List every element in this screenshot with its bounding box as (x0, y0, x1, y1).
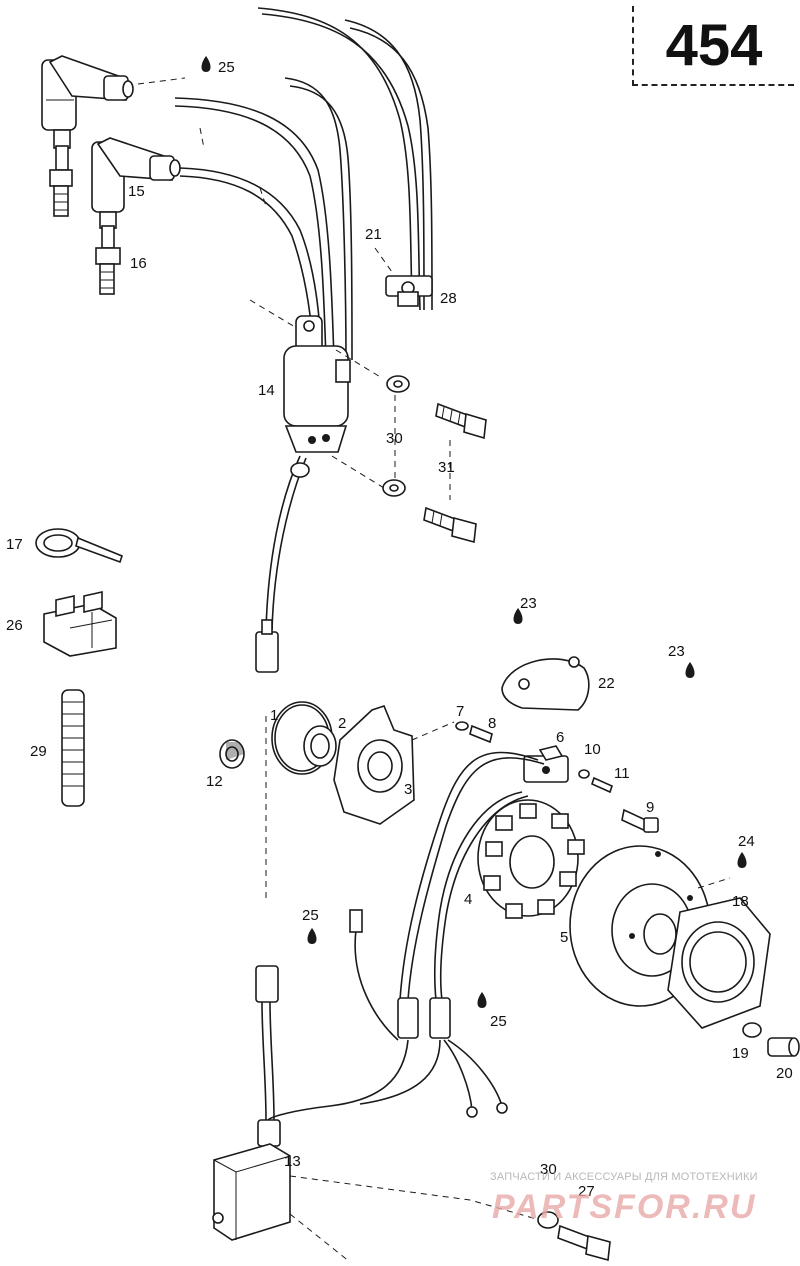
protective-sleeve (61, 689, 85, 807)
callout-13: 13 (284, 1153, 301, 1170)
trigger-screw (455, 721, 493, 744)
callout-8: 8 (488, 715, 497, 732)
callout-11: 11 (614, 765, 630, 782)
small-washer (578, 769, 590, 779)
callout-25: 25 (218, 59, 235, 76)
callout-29: 29 (30, 743, 47, 760)
callout-2: 2 (338, 715, 347, 732)
bolt-upper (435, 402, 487, 440)
spark-plug-cap-upper (41, 55, 134, 149)
trigger-coil (523, 745, 569, 783)
starter-ring (667, 897, 771, 1029)
callout-31: 31 (438, 459, 455, 476)
callout-27: 27 (578, 1183, 595, 1200)
flywheel-bolt (767, 1037, 800, 1057)
coil-ground-wire (255, 455, 310, 673)
washer-upper (386, 375, 410, 393)
washer-bottom (537, 1211, 559, 1229)
bolt-bottom (557, 1224, 611, 1262)
small-seal (219, 739, 245, 769)
callout-30: 30 (386, 430, 403, 447)
cdi-lead (255, 965, 281, 1147)
spark-plug-upper (49, 145, 73, 217)
callout-26: 26 (6, 617, 23, 634)
callout-19: 19 (732, 1045, 749, 1062)
bolt-lower (423, 506, 477, 544)
callout-7: 7 (456, 703, 465, 720)
callout-5: 5 (560, 929, 569, 946)
connector-housing (43, 591, 117, 657)
callout-28: 28 (440, 290, 457, 307)
callout-20: 20 (776, 1065, 793, 1082)
callout-15: 15 (128, 183, 145, 200)
wire-clamp (385, 275, 433, 307)
page-number-box: 454 (632, 6, 794, 86)
callout-16: 16 (130, 255, 147, 272)
washer-lower (382, 479, 406, 497)
small-screw (591, 776, 613, 794)
callout-17: 17 (6, 536, 23, 553)
callout-4: 4 (464, 891, 473, 908)
callout-9: 9 (646, 799, 655, 816)
callout-12: 12 (206, 773, 223, 790)
callout-18: 18 (732, 893, 749, 910)
flywheel-washer (742, 1022, 762, 1038)
watermark-logo: PARTSFOR.RU (492, 1188, 757, 1226)
callout-22: 22 (598, 675, 615, 692)
callout-25-left: 25 (302, 907, 319, 924)
stator (477, 799, 585, 919)
spark-plug-cap-lower (91, 137, 181, 229)
spark-plug-lower (95, 225, 121, 295)
callout-21: 21 (365, 226, 382, 243)
callout-6: 6 (556, 729, 565, 746)
callout-23: 23 (520, 595, 537, 612)
wiring-harness (267, 751, 545, 1121)
cdi-module (212, 1143, 291, 1241)
callout-23-right: 23 (668, 643, 685, 660)
page-number: 454 (665, 12, 763, 78)
stator-screw (621, 808, 659, 834)
ignition-coil (249, 299, 385, 489)
callout-24: 24 (738, 833, 755, 850)
callout-10: 10 (584, 741, 601, 758)
cable-tie (35, 528, 123, 564)
callout-30-bottom: 30 (540, 1161, 557, 1178)
trigger-cover (501, 656, 590, 711)
callout-1: 1 (270, 707, 279, 724)
callout-25-lower: 25 (490, 1013, 507, 1030)
sealant-drops (201, 56, 747, 1008)
watermark-tagline: ЗАПЧАСТИ И АКСЕССУАРЫ ДЛЯ МОТОТЕХНИКИ (490, 1171, 758, 1183)
magneto-housing (333, 705, 455, 825)
callout-3: 3 (404, 781, 413, 798)
callout-14: 14 (258, 382, 275, 399)
oil-seal (303, 725, 337, 767)
ht-wires (137, 7, 433, 361)
